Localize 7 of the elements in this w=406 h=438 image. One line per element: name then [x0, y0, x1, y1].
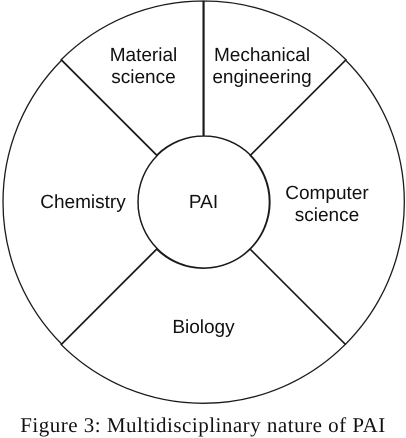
center-label: PAI	[188, 192, 220, 214]
discipline-label: Chemistry	[39, 192, 127, 214]
discipline-label: Material science	[108, 45, 178, 89]
figure-caption: Figure 3: Multidisciplinary nature of PAI	[19, 414, 387, 436]
discipline-label: Biology	[171, 316, 236, 339]
discipline-label: Computer science	[284, 182, 370, 227]
discipline-label: Mechanical engineering	[211, 45, 313, 89]
